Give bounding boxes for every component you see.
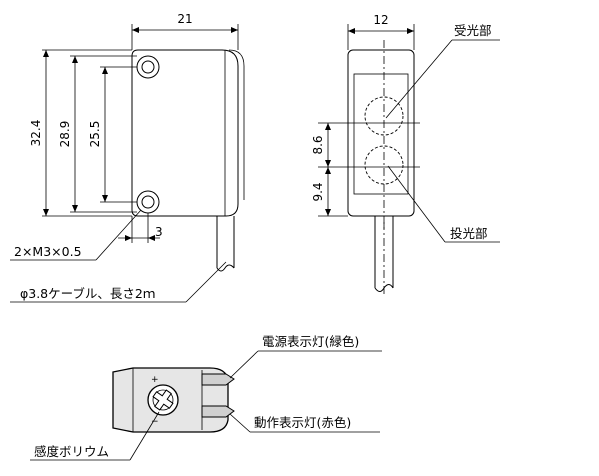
dim-label-width: 21 bbox=[177, 12, 192, 26]
operation-led-callout: 動作表示灯(赤色) bbox=[229, 413, 380, 433]
front-view: 12 8.6 9.4 受光部 投光部 bbox=[311, 13, 500, 295]
dim-label-32-4: 32.4 bbox=[29, 120, 43, 147]
side-view: 21 32.4 28.9 25.5 bbox=[10, 12, 245, 303]
cable-label: φ3.8ケーブル、長さ2ｍ bbox=[20, 286, 155, 301]
operation-led-indicator bbox=[201, 405, 235, 418]
dim-label-8-6: 8.6 bbox=[311, 135, 325, 154]
mounting-hole-top bbox=[136, 55, 160, 79]
emitter-callout: 投光部 bbox=[387, 165, 500, 243]
dim-label-9-4: 9.4 bbox=[311, 182, 325, 201]
minus-mark: − bbox=[151, 417, 159, 427]
cable-front bbox=[374, 216, 394, 295]
operation-led-label: 動作表示灯(赤色) bbox=[254, 415, 351, 430]
dim-label-3: 3 bbox=[155, 225, 163, 239]
dim-height-25-5: 25.5 bbox=[88, 66, 137, 203]
side-view-back-edge bbox=[228, 49, 245, 200]
receiver-callout: 受光部 bbox=[385, 23, 500, 119]
dim-width-12: 12 bbox=[347, 13, 415, 50]
power-led-callout: 電源表示灯(緑色) bbox=[229, 334, 382, 379]
dim-height-28-9: 28.9 bbox=[58, 55, 137, 213]
sensitivity-callout: 感度ボリウム bbox=[30, 411, 160, 461]
power-led-indicator bbox=[201, 373, 235, 386]
dim-label-12: 12 bbox=[373, 13, 388, 27]
front-view-lens-window bbox=[353, 73, 409, 195]
dim-label-28-9: 28.9 bbox=[58, 121, 72, 148]
rear-view: + − 電源表示灯(緑色) 動作表示灯(赤色) 感度ボリウム bbox=[30, 334, 382, 461]
receiver-lens bbox=[364, 96, 404, 136]
dim-width-21: 21 bbox=[131, 12, 239, 50]
screw-label: 2×M3×0.5 bbox=[14, 244, 82, 259]
side-view-body bbox=[131, 49, 239, 217]
emitter-label: 投光部 bbox=[450, 226, 488, 241]
dim-label-25-5: 25.5 bbox=[88, 121, 102, 148]
sensitivity-knob bbox=[147, 384, 179, 416]
receiver-label: 受光部 bbox=[454, 23, 492, 38]
dim-spacing: 8.6 9.4 bbox=[311, 122, 420, 217]
power-led-label: 電源表示灯(緑色) bbox=[262, 334, 359, 349]
sensitivity-label: 感度ボリウム bbox=[34, 444, 109, 459]
emitter-lens bbox=[364, 145, 404, 185]
cable-side bbox=[216, 216, 235, 272]
plus-mark: + bbox=[151, 375, 159, 385]
dim-height-32-4: 32.4 bbox=[29, 49, 132, 217]
screw-callout: 2×M3×0.5 bbox=[10, 209, 142, 261]
front-view-body bbox=[347, 49, 415, 217]
cable-callout: φ3.8ケーブル、長さ2ｍ bbox=[10, 261, 227, 303]
mounting-hole-bottom bbox=[136, 190, 160, 214]
